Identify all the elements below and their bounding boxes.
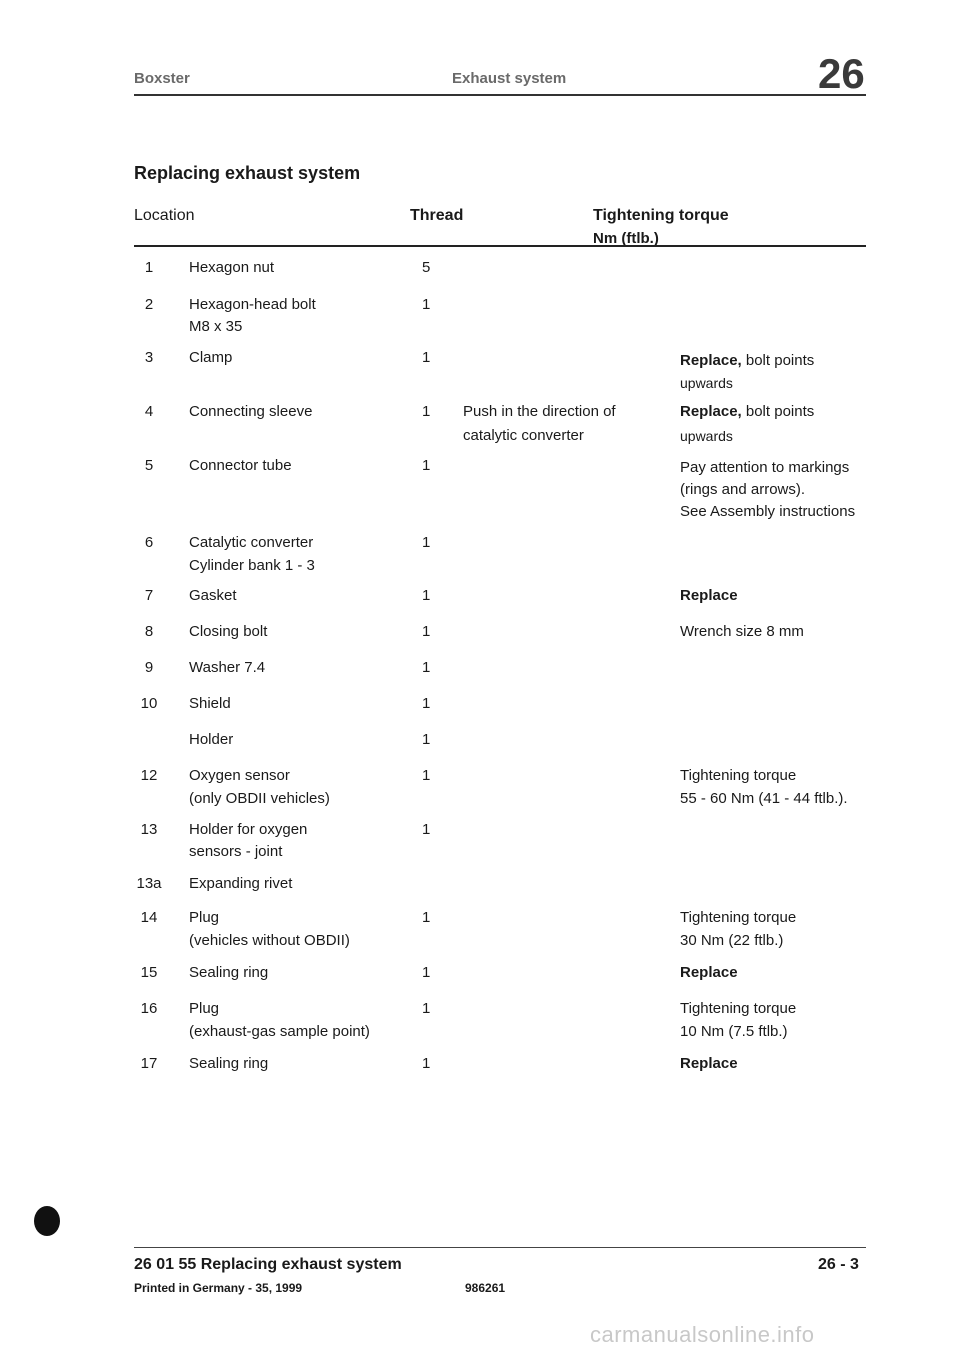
row-quantity: 1 bbox=[422, 767, 431, 784]
footer-title: 26 01 55 Replacing exhaust system bbox=[134, 1256, 402, 1273]
footer-printed: Printed in Germany - 35, 1999 bbox=[134, 1281, 303, 1295]
row-remark-line2: (rings and arrows). bbox=[680, 481, 806, 498]
row-quantity: 1 bbox=[422, 964, 431, 981]
column-torque-unit: Nm (ftlb.) bbox=[593, 230, 659, 247]
row-remark-line3: See Assembly instructions bbox=[680, 503, 856, 520]
row-number: 16 bbox=[140, 1000, 158, 1017]
row-remark-line2: 55 - 60 Nm (41 - 44 ftlb.). bbox=[680, 790, 848, 807]
row-number: 13 bbox=[140, 821, 158, 838]
row-number: 6 bbox=[144, 534, 154, 551]
column-torque: Tightening torque bbox=[593, 207, 729, 224]
row-remark: Pay attention to markings bbox=[680, 459, 850, 476]
row-name: Shield bbox=[189, 695, 231, 712]
row-number: 3 bbox=[144, 349, 154, 366]
row-number: 7 bbox=[144, 587, 154, 604]
row-quantity: 1 bbox=[422, 821, 431, 838]
row-number: 4 bbox=[144, 403, 154, 420]
row-name: Catalytic converter bbox=[189, 534, 314, 551]
row-quantity: 1 bbox=[422, 587, 431, 604]
footer-doc-code: 986261 bbox=[465, 1281, 506, 1295]
row-remark-bold: Replace, bbox=[680, 403, 742, 420]
row-name-line2: (vehicles without OBDII) bbox=[189, 932, 350, 949]
row-remark-line2: upwards bbox=[680, 375, 733, 391]
row-number: 1 bbox=[144, 259, 154, 276]
header-rule bbox=[134, 94, 866, 96]
row-number: 13a bbox=[136, 875, 162, 892]
header-model: Boxster bbox=[134, 70, 190, 87]
row-quantity: 1 bbox=[422, 349, 431, 366]
row-name-line2: sensors - joint bbox=[189, 843, 283, 860]
row-remark-bold: Replace, bbox=[680, 352, 742, 369]
row-quantity: 1 bbox=[422, 1055, 431, 1072]
row-name: Closing bolt bbox=[189, 623, 268, 640]
watermark-text: carmanualsonline.info bbox=[590, 1322, 815, 1347]
row-quantity: 1 bbox=[422, 457, 431, 474]
row-remark-line2: 30 Nm (22 ftlb.) bbox=[680, 932, 784, 949]
row-name-line2: (only OBDII vehicles) bbox=[189, 790, 330, 807]
row-remark-line2: 10 Nm (7.5 ftlb.) bbox=[680, 1023, 788, 1040]
row-remark: Tightening torque bbox=[680, 767, 797, 784]
column-thread: Thread bbox=[410, 207, 464, 224]
row-number: 15 bbox=[140, 964, 158, 981]
column-location: Location bbox=[134, 207, 195, 224]
row-number: 5 bbox=[144, 457, 154, 474]
row-note: Push in the direction of bbox=[463, 403, 616, 420]
row-number: 14 bbox=[140, 909, 158, 926]
row-name: Hexagon-head bolt bbox=[189, 296, 316, 313]
row-quantity: 1 bbox=[422, 403, 431, 420]
row-remark: Tightening torque bbox=[680, 909, 797, 926]
row-remark-line2: upwards bbox=[680, 428, 733, 444]
row-name-line2: Cylinder bank 1 - 3 bbox=[189, 557, 315, 574]
row-remark: Replace bbox=[680, 964, 738, 981]
row-name: Hexagon nut bbox=[189, 259, 275, 276]
row-note-line2: catalytic converter bbox=[463, 427, 584, 444]
row-name: Connecting sleeve bbox=[189, 403, 313, 420]
row-quantity: 1 bbox=[422, 296, 431, 313]
table-header-rule bbox=[134, 245, 866, 247]
row-remark: Wrench size 8 mm bbox=[680, 623, 804, 640]
row-name: Expanding rivet bbox=[189, 875, 293, 892]
row-name-line2: M8 x 35 bbox=[189, 318, 243, 335]
footer-rule bbox=[134, 1247, 866, 1248]
row-number: 10 bbox=[140, 695, 158, 712]
row-name: Plug bbox=[189, 1000, 220, 1017]
row-quantity: 1 bbox=[422, 909, 431, 926]
row-remark: Replace bbox=[680, 1055, 738, 1072]
row-name: Gasket bbox=[189, 587, 237, 604]
row-quantity: 1 bbox=[422, 534, 431, 551]
row-quantity: 5 bbox=[422, 259, 431, 276]
row-name: Connector tube bbox=[189, 457, 292, 474]
row-remark: Replace, bolt points bbox=[680, 350, 814, 372]
row-number: 2 bbox=[144, 296, 154, 313]
row-remark-text: bolt points bbox=[741, 352, 815, 369]
row-number: 17 bbox=[140, 1055, 158, 1072]
header-section-number: 26 bbox=[818, 50, 865, 97]
row-name: Sealing ring bbox=[189, 1055, 269, 1072]
punch-hole-mark bbox=[34, 1206, 60, 1236]
row-name: Washer 7.4 bbox=[189, 659, 266, 676]
header-chapter: Exhaust system bbox=[452, 70, 567, 87]
footer-page-number: 26 - 3 bbox=[818, 1256, 859, 1273]
row-quantity: 1 bbox=[422, 695, 431, 712]
row-remark: Replace, bolt points bbox=[680, 401, 814, 423]
row-quantity: 1 bbox=[422, 731, 431, 748]
row-name: Holder for oxygen bbox=[189, 821, 308, 838]
row-name: Plug bbox=[189, 909, 220, 926]
row-number: 9 bbox=[144, 659, 154, 676]
row-name: Sealing ring bbox=[189, 964, 269, 981]
row-quantity: 1 bbox=[422, 659, 431, 676]
row-quantity: 1 bbox=[422, 1000, 431, 1017]
row-quantity: 1 bbox=[422, 623, 431, 640]
row-remark-text: bolt points bbox=[741, 403, 815, 420]
row-name-line2: (exhaust-gas sample point) bbox=[189, 1023, 370, 1040]
page-title: Replacing exhaust system bbox=[134, 163, 361, 183]
row-number: 8 bbox=[144, 623, 154, 640]
row-name: Clamp bbox=[189, 349, 233, 366]
row-name: Holder bbox=[189, 731, 234, 748]
row-number: 12 bbox=[140, 767, 158, 784]
row-name: Oxygen sensor bbox=[189, 767, 290, 784]
row-remark: Replace bbox=[680, 587, 738, 604]
row-remark: Tightening torque bbox=[680, 1000, 797, 1017]
